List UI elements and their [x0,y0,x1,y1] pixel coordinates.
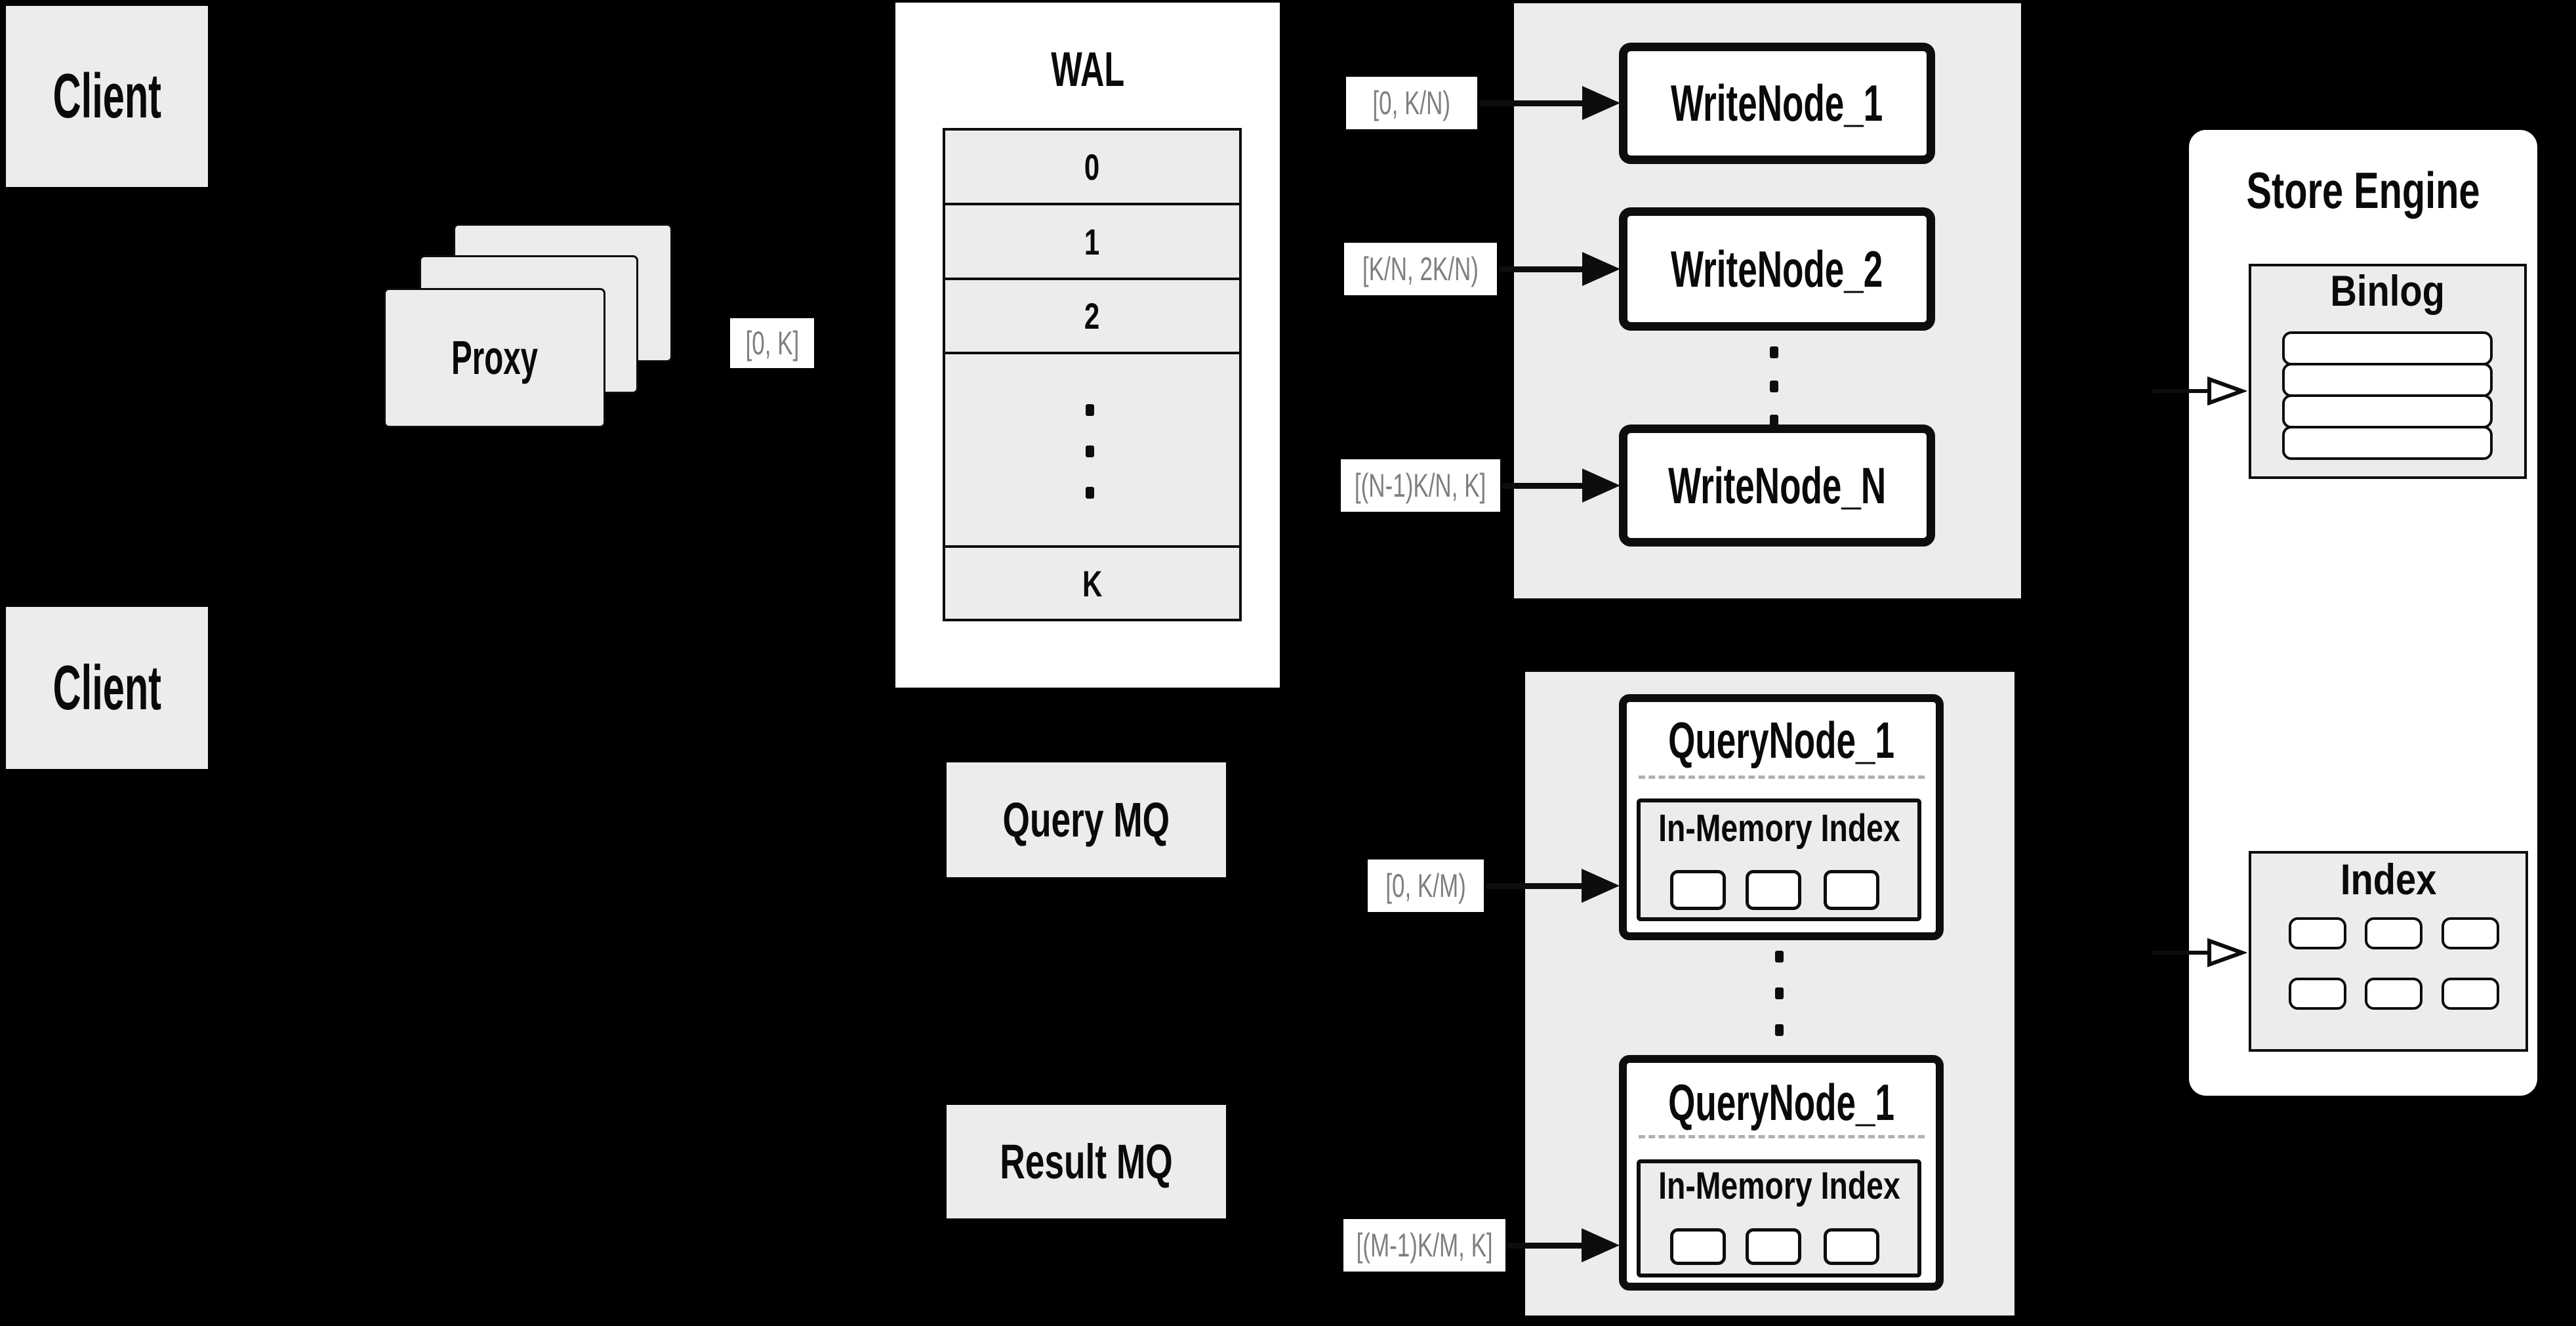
wal-row-1: 1 [943,203,1242,280]
range-label-write-2: [K/N, 2K/N) [1344,243,1497,295]
query-ellipsis-dot [1775,987,1784,999]
arrow-head-write-1 [1582,86,1620,120]
arrow-head-write-n [1582,468,1620,503]
result-mq-box: Result MQ [947,1105,1226,1218]
query-node-bottom-inmemory-title: In-Memory Index [1658,1164,1900,1207]
wal-row-k: K [943,545,1242,621]
range-label-query-1: [0, K/M) [1368,860,1484,912]
write-ellipsis-dot [1770,346,1778,358]
segment-cell [1824,1228,1879,1265]
arrow-head-write-2 [1582,252,1620,286]
index-cell [2365,917,2423,949]
range-label-query-m: [(M-1)K/M, K] [1343,1219,1505,1272]
query-node-bottom-title: QueryNode_1 [1668,1073,1894,1131]
segment-cell [1670,870,1726,910]
segment-cell [1746,1228,1801,1265]
binlog-row [2282,363,2493,397]
query-node-top-inmemory-title: In-Memory Index [1658,807,1900,850]
wal-ellipsis-dot [1086,404,1094,416]
binlog-title: Binlog [2330,266,2445,315]
write-ellipsis-dot [1770,381,1778,392]
binlog-row [2282,331,2493,365]
index-cell [2442,917,2499,949]
proxy-card-front: Proxy [384,288,605,428]
segment-cell [1824,870,1879,910]
wal-row-2: 2 [943,278,1242,354]
index-box [2249,851,2528,1052]
query-ellipsis-dot [1775,1024,1784,1036]
proxy-label: Proxy [451,331,539,384]
query-node-bottom-divider [1639,1135,1925,1138]
arrow-line-query-m [1507,1242,1583,1249]
wal-row-0: 0 [943,128,1242,205]
arrow-line-write-2 [1499,266,1583,272]
wal-title: WAL [1051,41,1124,96]
binlog-row [2282,394,2493,428]
client-bottom-label: Client [52,652,161,723]
query-node-top-title: QueryNode_1 [1668,711,1894,769]
arrow-line-query-1 [1486,882,1583,889]
index-cell [2289,978,2346,1010]
arrow-line-write-n [1502,482,1583,489]
index-cell [2289,917,2346,949]
write-node-n: WriteNode_N [1619,425,1935,547]
client-box-top: Client [6,6,208,187]
arrow-to-index [2152,938,2247,967]
write-node-2: WriteNode_2 [1619,207,1935,331]
wal-ellipsis-dot [1086,487,1094,499]
write-ellipsis-dot [1770,415,1778,426]
wal-ellipsis-dot [1086,445,1094,457]
query-mq-box: Query MQ [947,762,1226,877]
client-box-bottom: Client [6,607,208,769]
range-label-write-n: [(N-1)K/N, K] [1341,459,1500,512]
client-top-label: Client [52,61,161,131]
arrow-head-query-m [1582,1228,1620,1262]
query-node-top-divider [1639,776,1925,779]
store-engine-title: Store Engine [2246,161,2480,219]
arrow-head-query-1 [1582,869,1620,903]
segment-cell [1746,870,1801,910]
arrow-line-write-1 [1479,100,1583,106]
query-ellipsis-dot [1775,951,1784,963]
range-label-proxy-wal: [0, K] [730,318,814,368]
index-cell [2365,978,2423,1010]
range-label-write-1: [0, K/N) [1346,77,1477,129]
index-title: Index [2340,855,2437,903]
write-node-1: WriteNode_1 [1619,43,1935,164]
segment-cell [1670,1228,1726,1265]
binlog-row [2282,426,2493,460]
arrow-to-binlog [2152,377,2247,405]
index-cell [2442,978,2499,1010]
